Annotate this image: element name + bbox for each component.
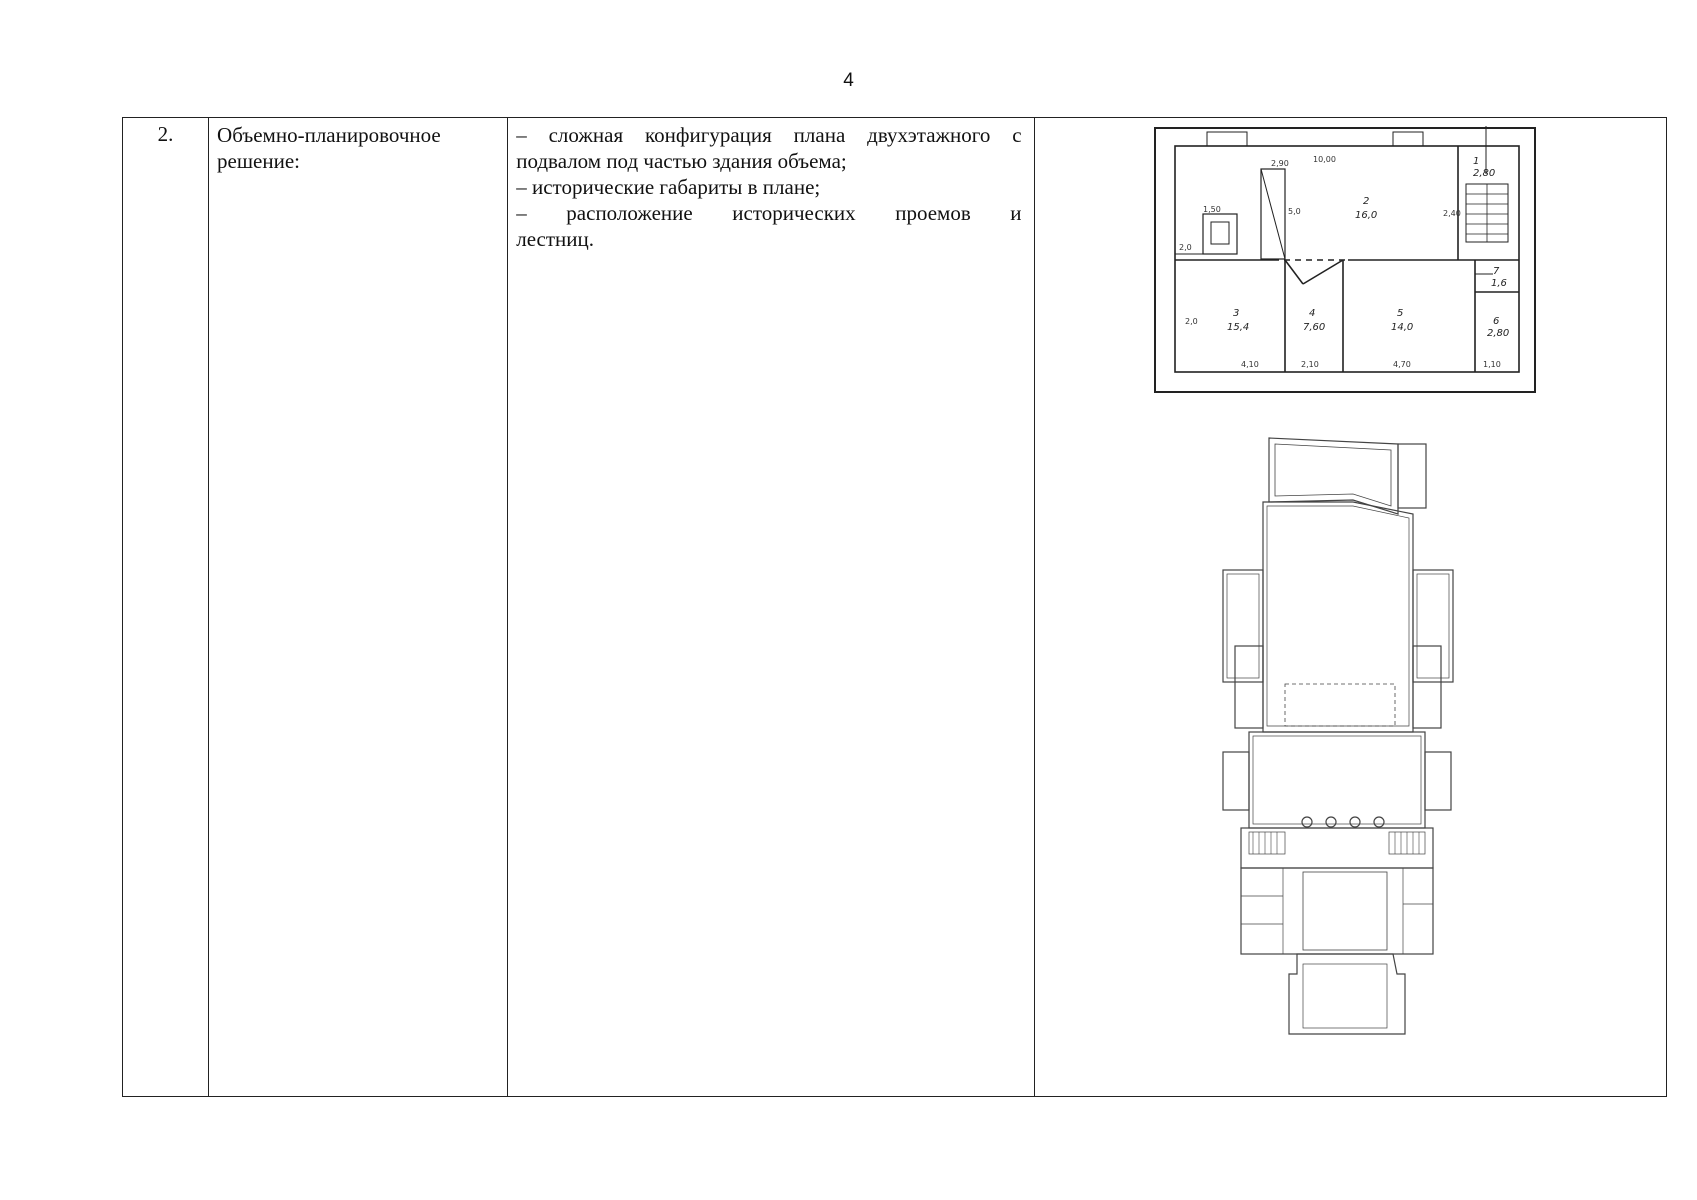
heritage-table: 2. Объемно-планировочное решение: – слож… xyxy=(121,117,1668,1097)
row-description: – сложная конфигурация плана двухэтажног… xyxy=(507,117,1035,1097)
row-name: Объемно-планировочное решение: xyxy=(208,117,509,1097)
room-number: 7 xyxy=(1493,266,1500,277)
dim-label: 2,0 xyxy=(1185,317,1198,326)
row-number: 2. xyxy=(121,117,210,1097)
room-area: 16,0 xyxy=(1355,210,1377,221)
dim-label: 2,10 xyxy=(1301,360,1319,369)
dim-label: 1,50 xyxy=(1203,205,1221,214)
room-number: 3 xyxy=(1233,308,1239,319)
dim-label: 10,00 xyxy=(1313,155,1336,164)
room-number: 5 xyxy=(1397,308,1403,319)
row-name-line: решение: xyxy=(217,149,300,173)
upper-floor-plan-image: 10,00 2,90 5,0 1,50 2,0 2,40 2,0 4,10 2,… xyxy=(1153,126,1536,393)
dim-label: 2,0 xyxy=(1179,243,1192,252)
room-area: 7,60 xyxy=(1303,322,1325,333)
plans-cell: 10,00 2,90 5,0 1,50 2,0 2,40 2,0 4,10 2,… xyxy=(1033,117,1668,1097)
row-name-line: Объемно-планировочное xyxy=(217,123,441,147)
room-area: 1,6 xyxy=(1491,278,1507,289)
dim-label: 4,10 xyxy=(1241,360,1259,369)
room-number: 4 xyxy=(1309,308,1315,319)
room-number: 1 xyxy=(1473,156,1479,167)
dim-label: 5,0 xyxy=(1288,207,1301,216)
description-line: – исторические габариты в плане; xyxy=(516,175,821,199)
room-area: 14,0 xyxy=(1391,322,1413,333)
room-number: 2 xyxy=(1363,196,1369,207)
description-line: подвалом под частью здания объема; xyxy=(516,149,847,173)
room-number: 6 xyxy=(1493,316,1499,327)
room-area: 2,80 xyxy=(1473,168,1495,179)
description-line: – сложная конфигурация плана двухэтажног… xyxy=(516,123,1022,147)
table-row: 2. Объемно-планировочное решение: – слож… xyxy=(121,117,1668,1097)
dim-label: 1,10 xyxy=(1483,360,1501,369)
dim-label: 4,70 xyxy=(1393,360,1411,369)
room-area: 2,80 xyxy=(1487,328,1509,339)
room-area: 15,4 xyxy=(1227,322,1249,333)
dim-label: 2,90 xyxy=(1271,159,1289,168)
description-line: – расположение исторических проемов и xyxy=(516,201,1022,225)
page-number: 4 xyxy=(843,70,854,91)
description-line: лестниц. xyxy=(516,227,595,251)
main-floor-plan-image xyxy=(1221,437,1454,1035)
dim-label: 2,40 xyxy=(1443,209,1461,218)
